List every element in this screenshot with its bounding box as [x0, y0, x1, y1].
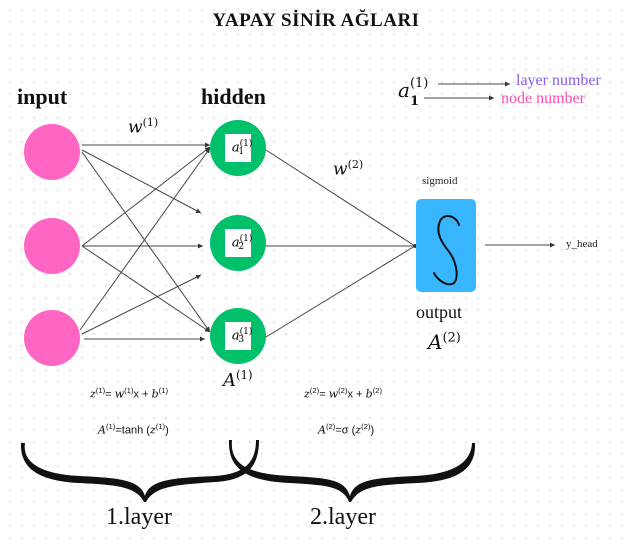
- equation-layer2-z: z(2)= w(2)x + b(2): [304, 386, 382, 401]
- hidden-node-1-label: a(1)1: [225, 134, 253, 162]
- edge-i1-h3: [81, 151, 211, 333]
- legend-symbol: a(1) 1: [398, 76, 429, 109]
- input-node-1: [24, 124, 80, 180]
- brace-layer-2: [228, 440, 476, 502]
- layer-1-label: 1.layer: [106, 504, 172, 530]
- legend-subscript: 1: [410, 94, 420, 109]
- eq-term: z: [355, 423, 362, 437]
- eq-sup: (2): [325, 422, 336, 431]
- hidden-node-1: a(1)1: [210, 120, 266, 176]
- node-symbol: a: [231, 139, 240, 155]
- eq-term: z: [90, 387, 96, 401]
- legend-layer-number: layer number: [516, 72, 601, 89]
- y-head-label: y_head: [566, 238, 598, 250]
- eq-term: b: [365, 387, 373, 401]
- a2-base: A: [428, 330, 443, 354]
- hidden-node-3: a(1)3: [210, 308, 266, 364]
- eq-sup: (2): [309, 386, 320, 395]
- w1-sup: (1): [142, 116, 159, 129]
- edge-h3-out: [265, 245, 416, 338]
- node-sup: (1): [239, 138, 253, 149]
- hidden-node-2: a(1)2: [210, 215, 266, 271]
- node-sup: (1): [239, 326, 253, 337]
- equation-layer1-z: z(1)= w(1)x + b(1): [90, 386, 168, 401]
- node-symbol: a: [231, 327, 240, 343]
- a1-base: A: [223, 370, 236, 391]
- a1-sup: (1): [236, 368, 253, 382]
- a2-sup: (2): [442, 330, 461, 346]
- output-node: [416, 199, 476, 292]
- input-node-3: [24, 310, 80, 366]
- eq-sup: (1): [105, 422, 116, 431]
- eq-term: =σ (: [335, 424, 356, 437]
- legend-superscript: (1): [409, 76, 429, 91]
- w2-sup: (2): [347, 158, 364, 171]
- brace-layer-1: [20, 440, 260, 502]
- input-layer-label: input: [17, 84, 68, 109]
- hidden-node-2-label: a(1)2: [225, 229, 253, 257]
- eq-term: w: [328, 387, 339, 401]
- output-layer-label: output: [416, 302, 463, 322]
- weight-w2-label: w(2): [333, 158, 363, 180]
- weight-w1-label: w(1): [128, 116, 158, 138]
- activation-a2-label: A(2): [428, 330, 461, 354]
- node-sub: 3: [238, 335, 245, 346]
- eq-sup: (1): [124, 386, 134, 395]
- edge-i3-h1: [79, 147, 211, 331]
- w2-base: w: [333, 159, 348, 180]
- eq-term: x +: [133, 388, 152, 401]
- hidden-layer-label: hidden: [201, 84, 266, 109]
- node-sub: 1: [238, 147, 245, 158]
- eq-term: b: [151, 387, 159, 401]
- edge-h1-out: [265, 149, 416, 247]
- edge-i3-h2: [81, 274, 202, 335]
- diagram-title: YAPAY SİNİR AĞLARI: [212, 10, 420, 31]
- eq-term: A: [98, 423, 106, 437]
- edge-i2-h1: [81, 146, 211, 247]
- eq-term: ): [370, 424, 375, 437]
- eq-sup: (2): [338, 386, 348, 395]
- eq-term: =: [105, 388, 115, 401]
- edge-i2-h3: [81, 245, 211, 333]
- sigmoid-label: sigmoid: [422, 175, 458, 187]
- eq-term: z: [304, 387, 310, 401]
- node-sub: 2: [238, 242, 245, 253]
- legend-symbol-base: a: [398, 78, 410, 102]
- eq-term: x +: [347, 388, 366, 401]
- eq-term: w: [114, 387, 125, 401]
- sigmoid-icon: [433, 215, 460, 286]
- eq-sup: (1): [155, 422, 166, 431]
- equation-layer2-a: A(2)=σ (z(2)): [318, 422, 374, 437]
- node-symbol: a: [231, 234, 240, 250]
- input-node-2: [24, 218, 80, 274]
- eq-sup: (2): [372, 386, 383, 395]
- equation-layer1-a: A(1)=tanh (z(1)): [98, 422, 169, 437]
- eq-term: A: [318, 423, 326, 437]
- eq-term: z: [149, 423, 156, 437]
- node-sup: (1): [239, 233, 253, 244]
- edge-i1-h2: [81, 149, 202, 214]
- legend-node-number: node number: [501, 90, 585, 107]
- eq-sup: (2): [361, 422, 371, 431]
- w1-base: w: [128, 117, 143, 138]
- eq-term: =tanh (: [115, 424, 150, 437]
- eq-term: ): [165, 424, 169, 437]
- hidden-node-3-label: a(1)3: [225, 322, 253, 350]
- eq-sup: (1): [95, 386, 106, 395]
- eq-sup: (1): [158, 386, 169, 395]
- eq-term: =: [319, 388, 329, 401]
- activation-a1-label: A(1): [223, 368, 253, 391]
- layer-2-label: 2.layer: [310, 504, 376, 530]
